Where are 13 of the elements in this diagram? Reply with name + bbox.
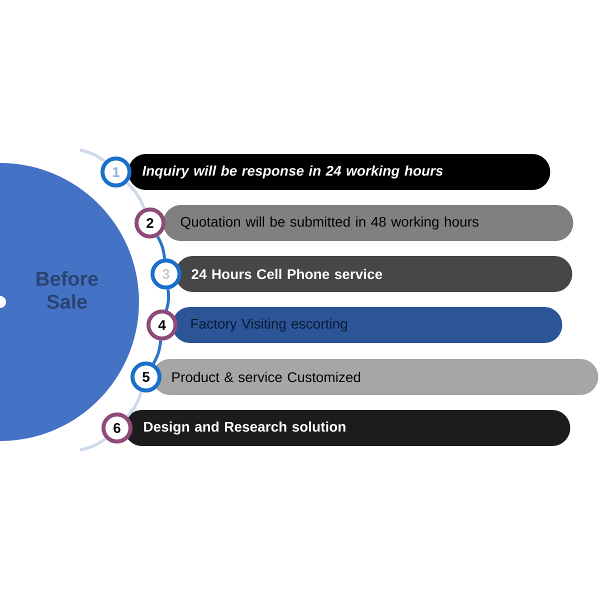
track-arc (80, 437, 106, 452)
pill-bar: Design and Research solution (124, 410, 570, 446)
pill-bar: Product & service Customized (152, 359, 598, 395)
pill-bar: Factory Visiting escorting (172, 307, 562, 343)
pill-bar: 24 Hours Cell Phone service (175, 256, 572, 292)
track-arc (156, 236, 166, 259)
track-arc (80, 148, 106, 163)
track-arc (164, 289, 170, 311)
track-arc (152, 340, 162, 364)
track-arc (126, 182, 146, 210)
track-arc (126, 391, 143, 418)
pill-bar: Quotation will be submitted in 48 working hours (163, 205, 574, 241)
pill-bar: Inquiry will be response in 24 working hours (128, 154, 550, 190)
